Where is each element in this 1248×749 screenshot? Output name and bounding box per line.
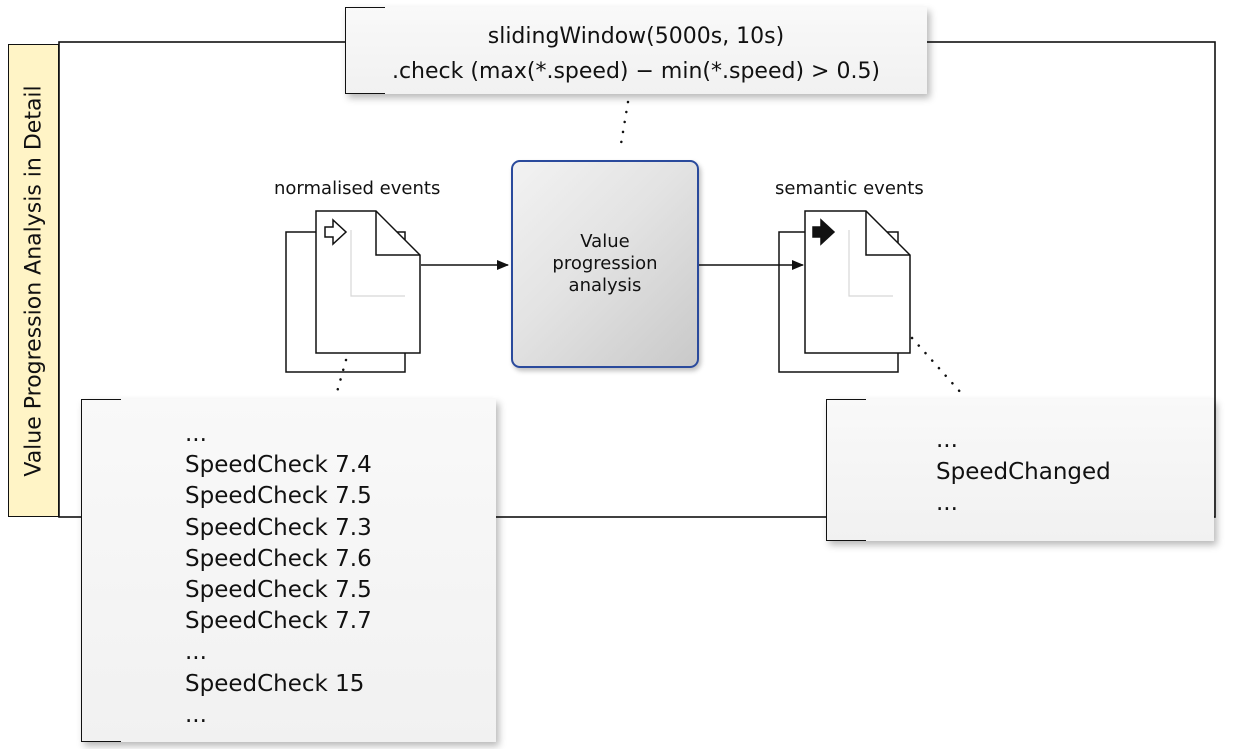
semantic-events-document-stack bbox=[778, 210, 911, 373]
normalised-events-list: ... SpeedCheck 7.4 SpeedCheck 7.5 SpeedC… bbox=[185, 419, 372, 731]
normalised-events-note: ... SpeedCheck 7.4 SpeedCheck 7.5 SpeedC… bbox=[81, 399, 496, 742]
semantic-events-caption: semantic events bbox=[775, 178, 924, 199]
solid-arrow-right-icon bbox=[812, 218, 836, 246]
list-item: SpeedCheck 15 bbox=[185, 670, 365, 697]
list-item: SpeedCheck 7.3 bbox=[185, 514, 372, 541]
note-bracket bbox=[826, 399, 866, 541]
value-progression-process-box: Value progression analysis bbox=[511, 160, 699, 368]
document-fold bbox=[375, 211, 420, 256]
front-document bbox=[804, 210, 911, 354]
note-bracket bbox=[345, 7, 385, 94]
process-label: Value progression analysis bbox=[552, 231, 658, 296]
document-inner-shadow bbox=[848, 230, 893, 297]
frame-label-text: Value Progression Analysis in Detail bbox=[21, 84, 46, 477]
list-item: SpeedCheck 7.5 bbox=[185, 577, 372, 604]
list-item: SpeedChanged bbox=[936, 458, 1111, 485]
list-item: ... bbox=[936, 427, 958, 453]
semantic-events-note: ... SpeedChanged ... bbox=[826, 399, 1214, 541]
normalised-events-caption: normalised events bbox=[274, 178, 441, 199]
list-item: SpeedCheck 7.4 bbox=[185, 452, 372, 479]
frame-label: Value Progression Analysis in Detail bbox=[8, 44, 59, 517]
hollow-arrow-right-icon bbox=[324, 218, 348, 246]
list-item: SpeedCheck 7.7 bbox=[185, 608, 372, 635]
sliding-window-note: slidingWindow(5000s, 10s) .check (max(*.… bbox=[345, 7, 927, 94]
list-item: SpeedCheck 7.5 bbox=[185, 483, 372, 510]
front-document bbox=[315, 210, 421, 354]
normalised-events-document-stack bbox=[285, 210, 421, 373]
connector-output-note bbox=[910, 336, 964, 396]
document-fold bbox=[865, 211, 910, 256]
list-item: ... bbox=[185, 701, 207, 728]
note-line-check: .check (max(*.speed) − min(*.speed) > 0.… bbox=[391, 59, 881, 84]
semantic-events-list: ... SpeedChanged ... bbox=[936, 425, 1111, 520]
list-item: ... bbox=[185, 639, 207, 666]
note-bracket bbox=[81, 399, 121, 742]
list-item: ... bbox=[936, 490, 958, 516]
list-item: SpeedCheck 7.6 bbox=[185, 545, 372, 572]
connector-window-note bbox=[618, 100, 630, 152]
note-line-sliding-window: slidingWindow(5000s, 10s) bbox=[487, 24, 785, 49]
document-inner-shadow bbox=[350, 230, 405, 297]
list-item: ... bbox=[185, 421, 207, 447]
